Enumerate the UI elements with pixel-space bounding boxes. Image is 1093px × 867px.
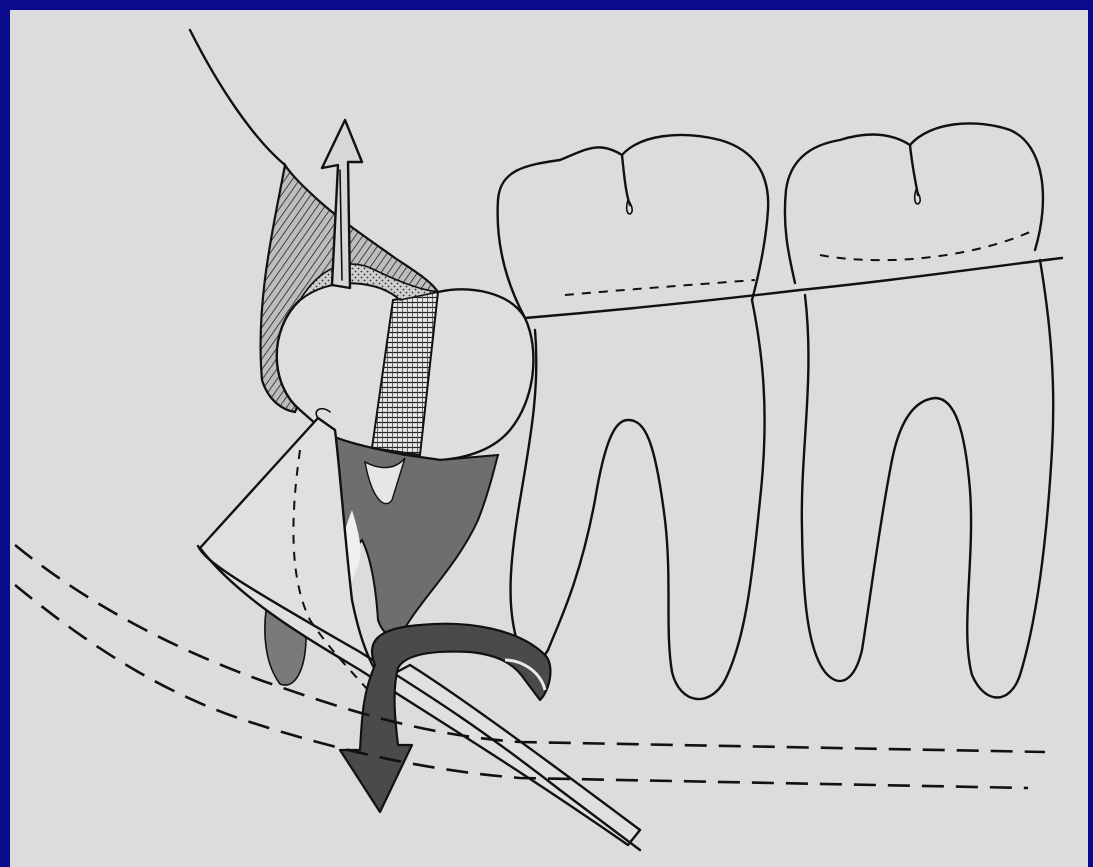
occlusal-plane-line — [525, 258, 1062, 318]
soft-tissue-line — [190, 30, 285, 165]
dental-diagram-svg — [10, 10, 1088, 867]
first-molar — [785, 123, 1053, 697]
second-molar — [498, 135, 769, 699]
diagram-paper — [10, 10, 1088, 867]
